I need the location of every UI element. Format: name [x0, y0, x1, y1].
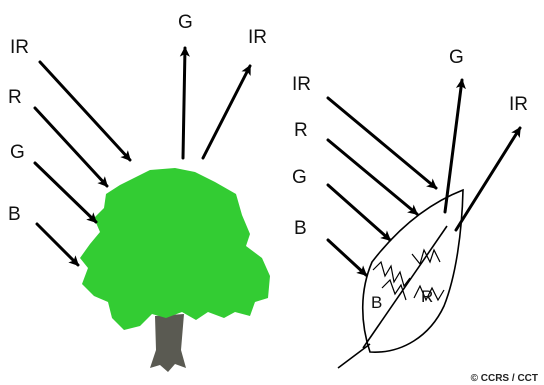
leaf-panel: IR R G B G IR B R	[292, 47, 528, 369]
leaf-reflected-ir-arrow	[454, 126, 522, 232]
credit-text: © CCRS / CCT	[471, 373, 538, 384]
leaf-incoming-ir-arrow	[326, 96, 438, 190]
tree-incoming-g-label: G	[10, 142, 25, 163]
leaf-incoming-ir-label: IR	[292, 74, 311, 95]
tree-foliage	[80, 168, 270, 330]
leaf-midrib	[362, 225, 448, 349]
leaf-reflected-ir-label: IR	[509, 94, 528, 115]
tree-incoming-r-arrow	[33, 106, 109, 188]
leaf-incoming-b-label: B	[294, 218, 307, 239]
tree-reflected-ir-label: IR	[248, 27, 267, 48]
leaf-incoming-g-arrow	[326, 183, 392, 242]
leaf-reflected-g-label: G	[449, 47, 464, 68]
leaf-absorbed-r-zigzag	[411, 248, 441, 266]
leaf-incoming-b-arrow	[326, 238, 368, 277]
tree-incoming-b-arrow	[35, 222, 80, 267]
leaf-absorbed-r-zigzag-2	[413, 284, 445, 302]
leaf-absorbed-b-label: B	[371, 293, 382, 312]
leaf-incoming-g-label: G	[292, 167, 307, 188]
leaf-absorbed-b-zigzag	[372, 260, 411, 288]
tree-incoming-r-label: R	[8, 87, 22, 108]
tree-trunk	[150, 314, 186, 372]
tree-reflected-ir-arrow	[201, 64, 252, 160]
leaf-stem	[337, 343, 371, 369]
tree-incoming-ir-arrow	[38, 60, 132, 162]
leaf-absorbed-b-zigzag-2	[381, 278, 407, 301]
leaf-outline	[361, 188, 464, 353]
tree-reflected-g-arrow	[179, 46, 190, 160]
tree-incoming-g-arrow	[33, 161, 98, 224]
tree-panel: IR R G B G IR	[8, 12, 270, 372]
leaf-absorbed-r-label: R	[421, 287, 433, 306]
tree-incoming-b-label: B	[8, 204, 21, 225]
tree-reflected-g-label: G	[178, 12, 193, 33]
leaf-incoming-r-label: R	[294, 120, 308, 141]
tree-incoming-ir-label: IR	[10, 37, 29, 58]
leaf-incoming-r-arrow	[326, 138, 419, 216]
leaf-reflected-g-arrow	[443, 78, 466, 214]
